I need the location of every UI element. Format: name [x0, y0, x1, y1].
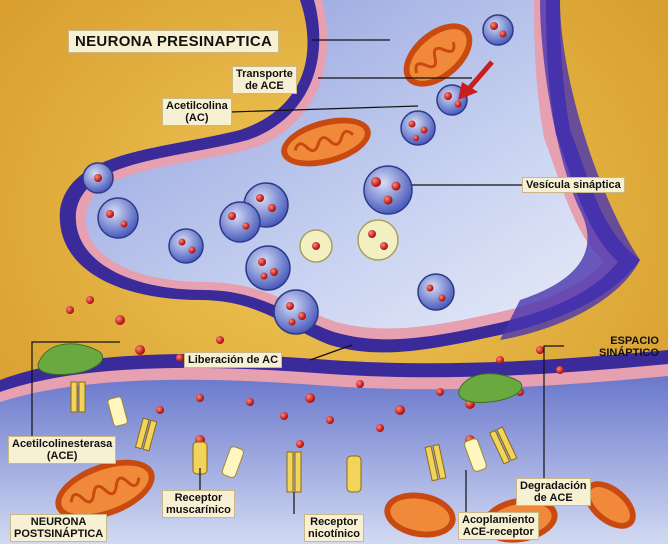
synaptic-space-label: ESPACIO SINÁPTICO: [596, 334, 662, 360]
transport-label: Transporte de ACE: [232, 66, 297, 94]
acetylcholinesterase-label: Acetilcolinesterasa (ACE): [8, 436, 116, 464]
presynaptic-label: NEURONA PRESINAPTICA: [68, 30, 279, 53]
nicotinic-label: Receptor nicotínico: [304, 514, 364, 542]
release-label: Liberación de AC: [184, 352, 282, 368]
muscarinic-label: Receptor muscarínico: [162, 490, 235, 518]
coupling-label: Acoplamiento ACE-receptor: [458, 512, 539, 540]
acetylcholine-label: Acetilcolina (AC): [162, 98, 232, 126]
degradation-label: Degradación de ACE: [516, 478, 591, 506]
vesicle-label: Vesícula sináptica: [522, 177, 625, 193]
postsynaptic-label: NEURONA POSTSINÁPTICA: [10, 514, 107, 542]
